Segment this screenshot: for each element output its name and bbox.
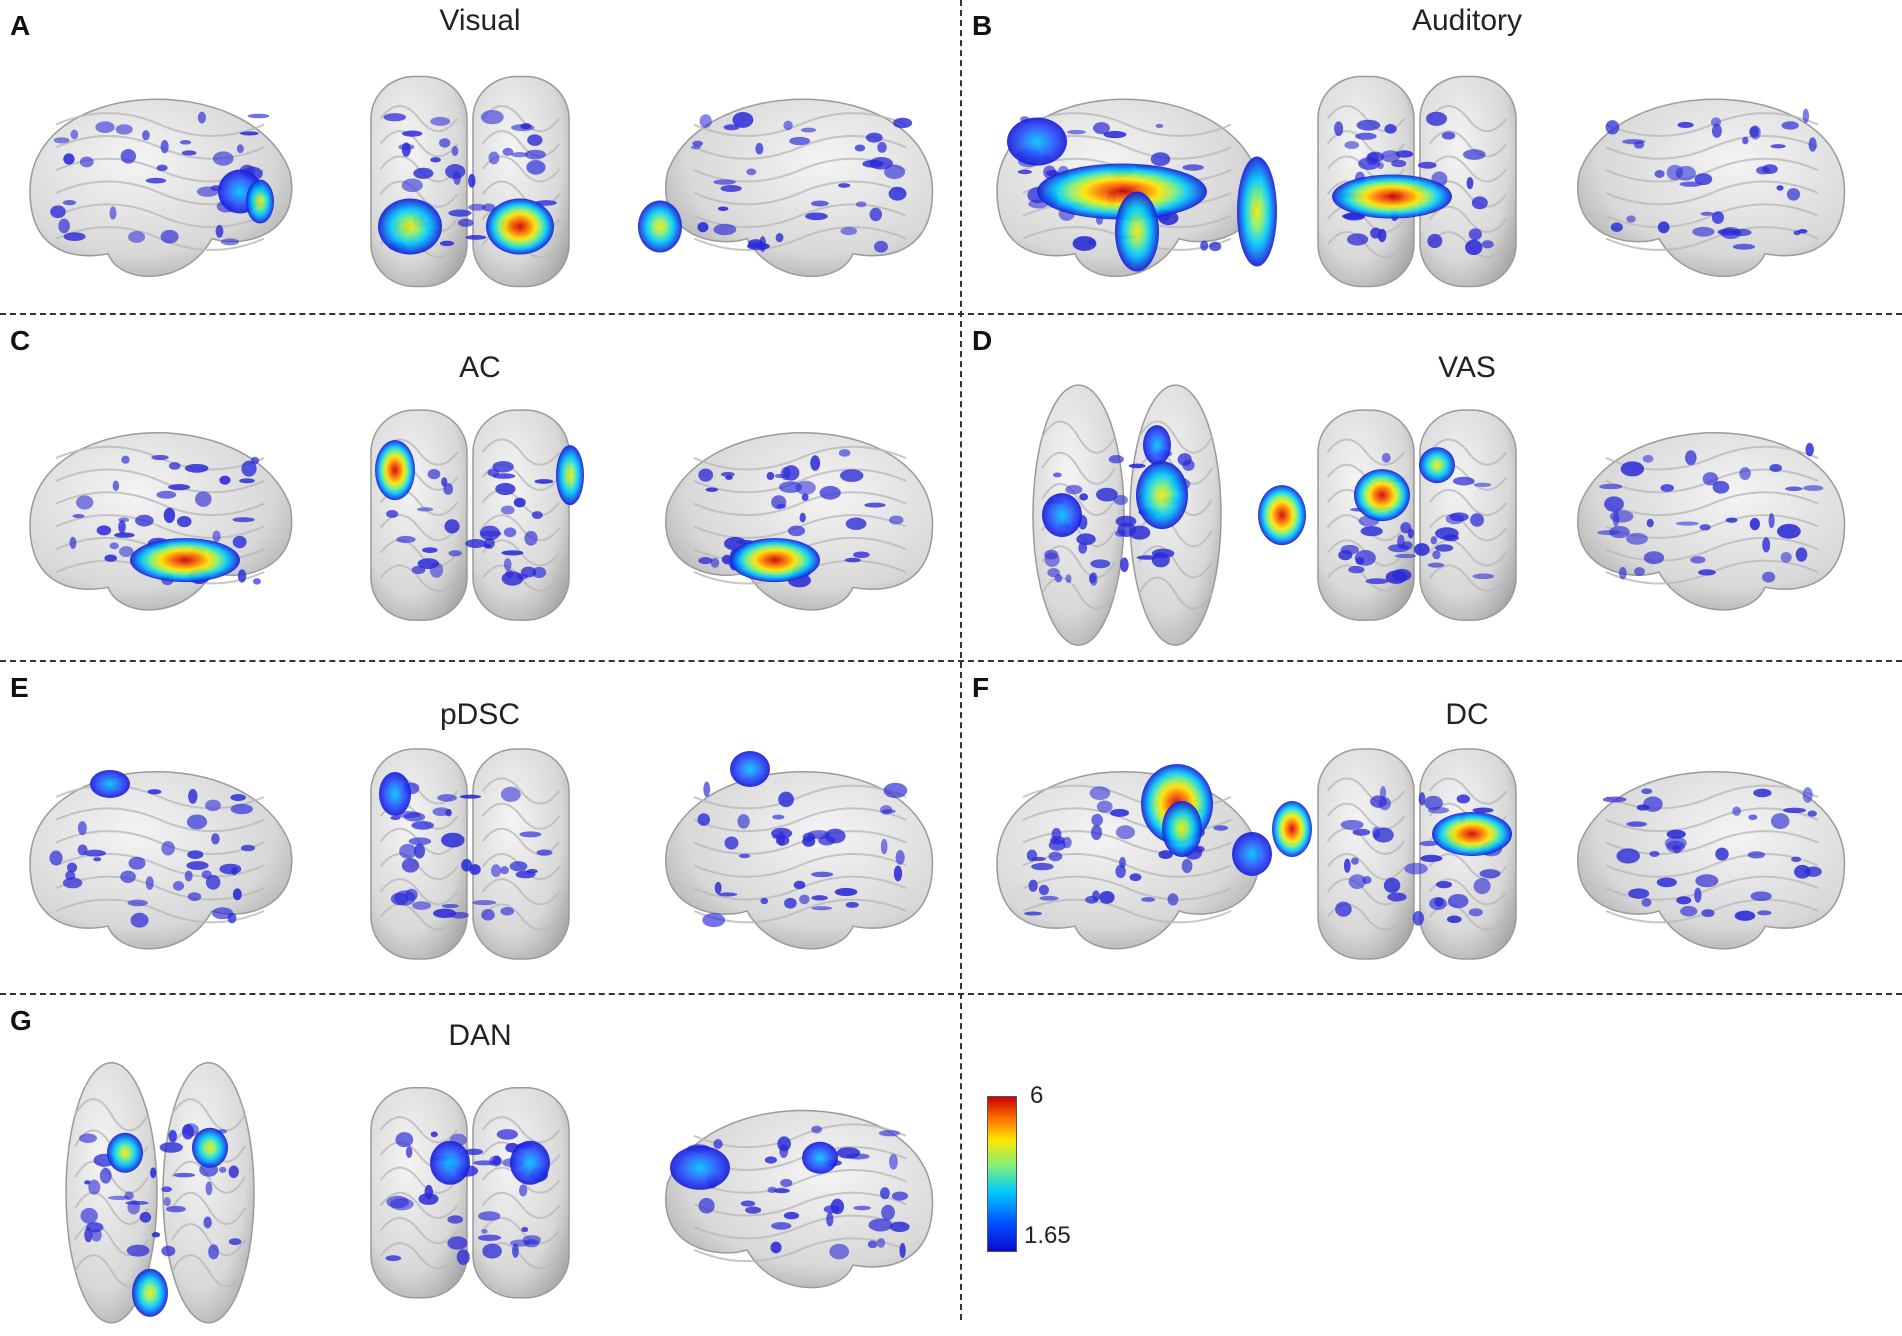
brain-view bbox=[29, 98, 293, 278]
brain-view bbox=[29, 769, 293, 950]
brain-view bbox=[665, 432, 934, 611]
horizontal-divider-1 bbox=[0, 313, 1902, 315]
brain-view bbox=[1032, 384, 1222, 646]
brain-view bbox=[370, 409, 584, 621]
panel-title: DAN bbox=[448, 1019, 512, 1052]
brain-view bbox=[996, 763, 1272, 950]
brain-views bbox=[1032, 384, 1846, 646]
brain-view bbox=[370, 1087, 570, 1299]
brain-views bbox=[65, 1062, 934, 1324]
panel-title: Auditory bbox=[1411, 4, 1523, 37]
panel-a: A Visual bbox=[0, 0, 960, 313]
panel-f: F DC bbox=[962, 662, 1902, 993]
brain-view bbox=[370, 748, 570, 960]
panel-title: Visual bbox=[439, 4, 521, 37]
colorbar-min-label: 1.65 bbox=[1024, 1222, 1071, 1249]
colorbar bbox=[987, 1096, 1017, 1252]
panel-letter: D bbox=[972, 325, 993, 356]
colorbar-max-label: 6 bbox=[1030, 1082, 1044, 1109]
brain-view bbox=[29, 432, 293, 611]
brain-view bbox=[665, 750, 934, 950]
brain-views bbox=[996, 75, 1846, 288]
panel-title: VAS bbox=[1438, 351, 1496, 384]
brain-view bbox=[65, 1062, 255, 1324]
panel-letter: A bbox=[10, 10, 31, 41]
brain-views bbox=[29, 75, 934, 288]
brain-view bbox=[1432, 770, 1846, 950]
panel-c: C AC bbox=[0, 315, 960, 660]
brain-view bbox=[996, 98, 1260, 278]
panel-d: D VAS bbox=[962, 315, 1902, 660]
panel-letter: F bbox=[972, 672, 990, 703]
panel-title: DC bbox=[1445, 698, 1489, 731]
panel-letter: C bbox=[10, 325, 31, 356]
brain-views bbox=[996, 748, 1846, 960]
brain-views bbox=[29, 748, 934, 960]
brain-view bbox=[1332, 98, 1846, 278]
brain-view bbox=[638, 98, 934, 278]
panel-letter: E bbox=[10, 672, 29, 703]
panel-g: G DAN bbox=[0, 995, 960, 1336]
panel-title: AC bbox=[459, 351, 501, 384]
panel-b: B Auditory bbox=[962, 0, 1902, 313]
panel-letter: B bbox=[972, 10, 993, 41]
panel-title: pDSC bbox=[439, 698, 521, 731]
brain-views bbox=[29, 409, 934, 621]
brain-view bbox=[665, 1109, 934, 1289]
horizontal-divider-3 bbox=[0, 993, 1902, 995]
brain-view bbox=[370, 75, 570, 288]
brain-view bbox=[1354, 432, 1846, 611]
panel-letter: G bbox=[10, 1005, 32, 1036]
panel-e: E pDSC bbox=[0, 662, 960, 993]
horizontal-divider-2 bbox=[0, 660, 1902, 662]
